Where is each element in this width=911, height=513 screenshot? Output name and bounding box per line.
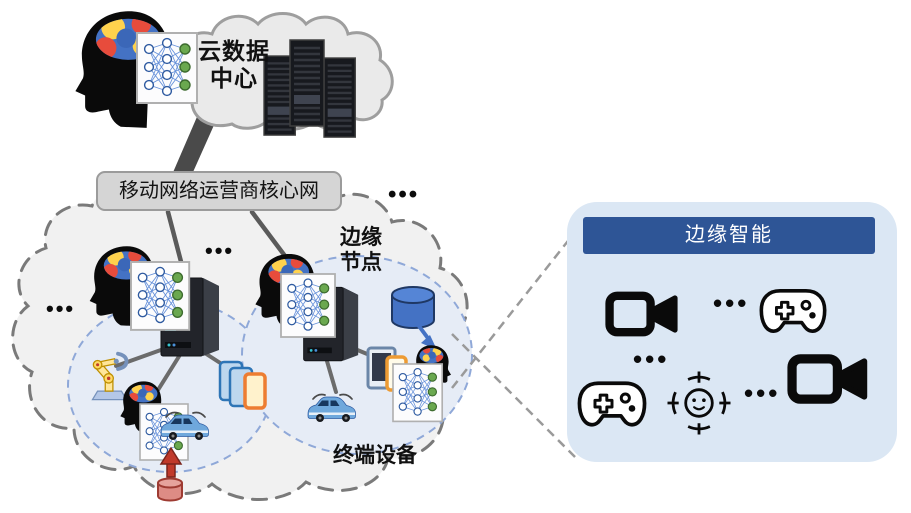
ellipsis-more-apps: ••• bbox=[713, 288, 750, 318]
neural-network-icon bbox=[280, 273, 336, 338]
core-network-label: 移动网络运营商核心网 bbox=[96, 171, 342, 211]
up-arrow-red-icon bbox=[159, 446, 183, 478]
database-cylinder-blue-icon bbox=[391, 286, 435, 329]
ellipsis-more-nodes: ••• bbox=[388, 181, 420, 208]
ellipsis-more-nodes: ••• bbox=[46, 296, 76, 321]
edge-node-label: 边缘节点 bbox=[340, 226, 382, 275]
video-camera-icon bbox=[787, 354, 868, 404]
edge-intelligence-panel: 边缘智能 ••• ••• ••• bbox=[567, 202, 897, 462]
face-detection-icon bbox=[667, 371, 731, 435]
database-cylinder-red-icon bbox=[157, 477, 183, 502]
ellipsis-more-apps: ••• bbox=[633, 344, 670, 374]
terminal-devices-label: 终端设备 bbox=[333, 444, 417, 467]
edge-intelligence-title: 边缘智能 bbox=[583, 217, 875, 254]
ellipsis-more-apps: ••• bbox=[744, 378, 781, 408]
neural-network-icon bbox=[392, 363, 444, 423]
game-controller-icon bbox=[577, 381, 647, 427]
video-camera-icon bbox=[605, 291, 678, 337]
game-controller-icon bbox=[759, 289, 827, 333]
neural-network-icon bbox=[136, 32, 198, 104]
neural-network-icon bbox=[130, 261, 191, 331]
ellipsis-more-nodes: ••• bbox=[205, 238, 235, 263]
cloud-data-center-label: 云数据中心 bbox=[198, 38, 270, 92]
